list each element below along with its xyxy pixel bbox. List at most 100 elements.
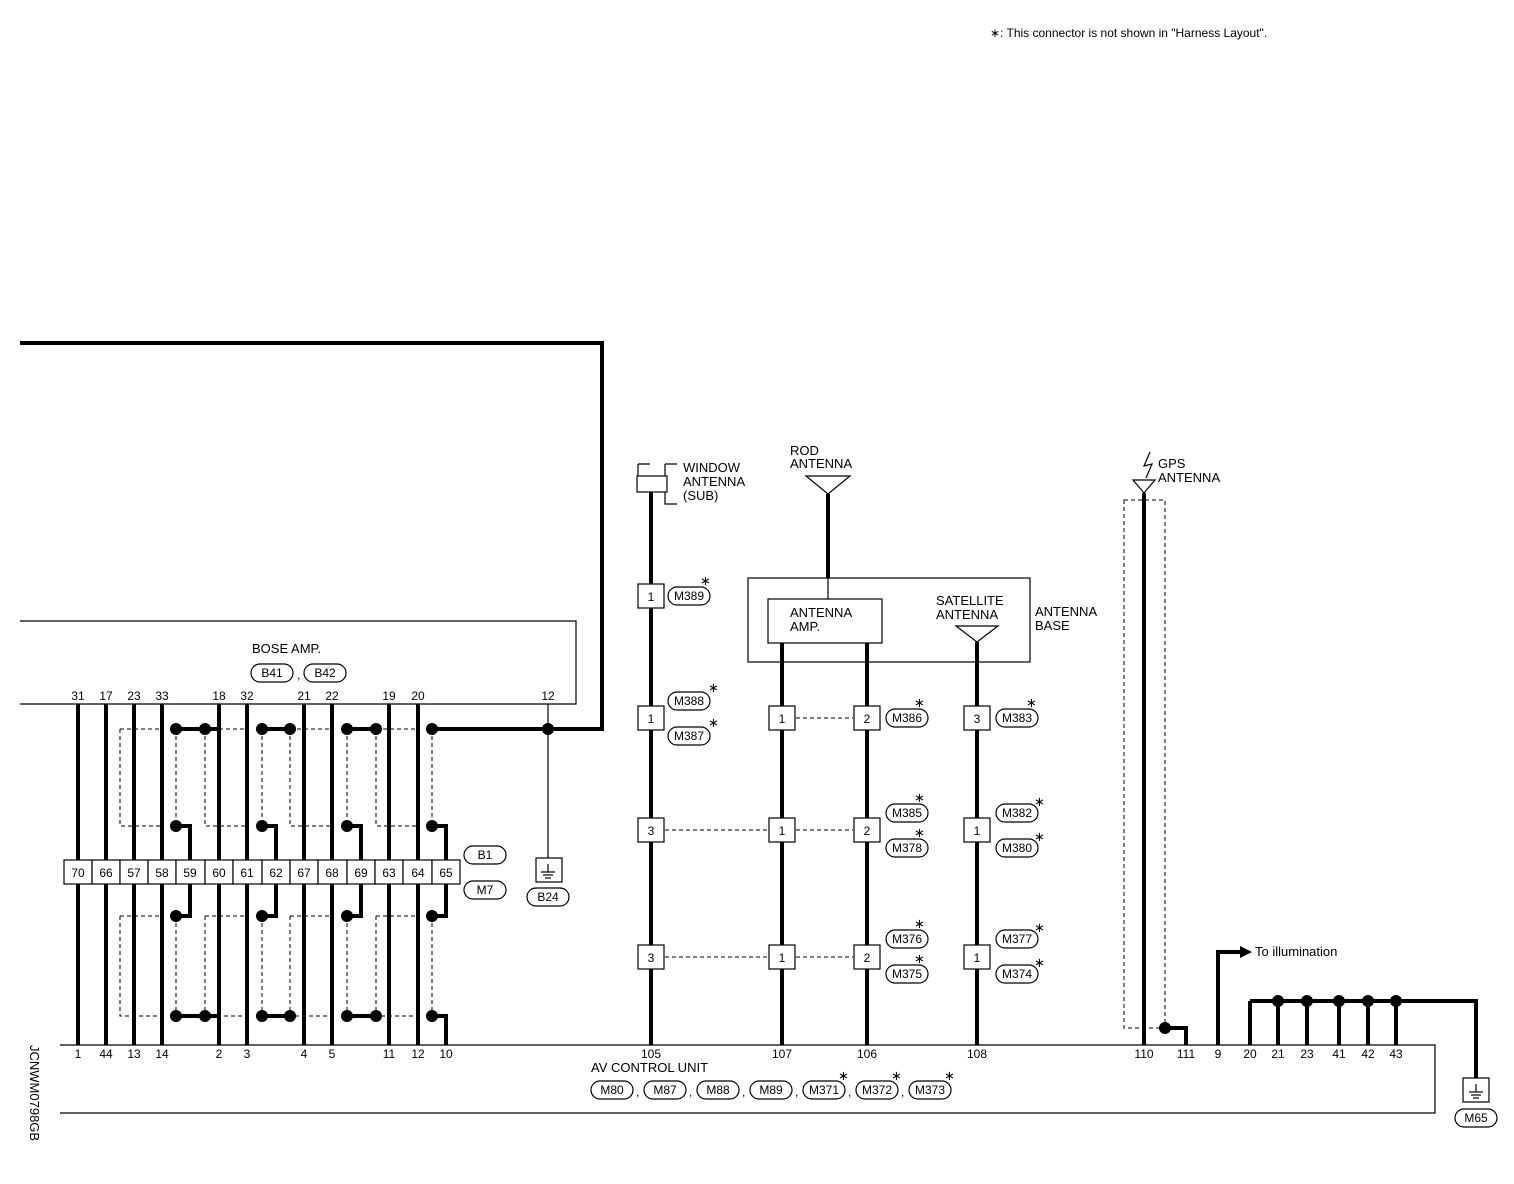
star-mark: ∗ [914,825,925,840]
unit-pin: 11 [383,1047,396,1061]
diagram-code: JCNWM0798GB [27,1045,42,1141]
joint-cell: 69 [354,866,368,880]
star-mark: ∗ [914,695,925,710]
joint-cell: 65 [439,866,453,880]
unit-pin: 44 [99,1047,113,1061]
unit-pin: 10 [439,1047,453,1061]
ground-m65-wiring: M65 [1248,995,1498,1128]
star-mark: ∗ [1034,955,1045,970]
av-control-unit-label: AV CONTROL UNIT [591,1060,708,1075]
rod-antenna-label: ANTENNA [790,456,852,471]
connector-tag-m380: M380 [1002,841,1032,855]
connector-tag-m388: M388 [674,694,704,708]
antenna-amp-label: AMP. [790,619,820,634]
lightning-icon [1142,451,1154,479]
dashed-links [665,717,853,958]
connector-tag-m385: M385 [892,806,922,820]
connector-tag-m65-text: M65 [1464,1111,1488,1125]
rod-antenna: ROD ANTENNA [790,443,852,578]
connector-tag-m373: M373 [915,1083,945,1097]
connector-tag-m372: M372 [862,1083,892,1097]
connector-tag-b1 [463,845,507,865]
amp-pin: 12 [541,689,555,703]
tag-separator: , [636,1085,639,1099]
unit-pin: 41 [1332,1047,1346,1061]
connector-tag-m387: M387 [674,729,704,743]
connector-tag-b1-text: B1 [478,848,493,862]
illumination-wire: To illumination [1216,944,1337,1045]
connector-tag-m80: M80 [600,1083,624,1097]
unit-pin: 23 [1300,1047,1314,1061]
star-mark: ∗ [914,951,925,966]
tag-separator: , [848,1085,851,1099]
connector-tag-m371: M371 [809,1083,839,1097]
connector-tags-window: M389 ∗ M388 ∗ M387 ∗ [667,573,719,746]
terminal-box: 1 [974,951,981,965]
terminal-box: 3 [648,824,655,838]
connector-tag-m382: M382 [1002,806,1032,820]
av-control-unit-pins: 1 44 13 14 2 3 4 5 11 12 10 105 107 106 … [75,1047,1403,1061]
amp-pin: 23 [127,689,141,703]
star-mark: ∗ [838,1068,849,1083]
unit-pin: 43 [1389,1047,1403,1061]
unit-pin: 5 [329,1047,336,1061]
terminal-box: 1 [648,712,655,726]
connector-tag-b42-text: B42 [314,666,336,680]
unit-pin: 4 [301,1047,308,1061]
bose-amp-label: BOSE AMP. [252,641,321,656]
amp-pin: 18 [212,689,226,703]
bose-amp-box-outline [20,620,577,705]
connector-tag-m376: M376 [892,932,922,946]
terminal-box: 1 [974,824,981,838]
arrow-right-icon [1240,946,1252,958]
amp-pin: 21 [297,689,311,703]
connector-tag-m87: M87 [653,1083,677,1097]
unit-pin: 1 [75,1047,82,1061]
antenna-base: ANTENNA AMP. SATELLITE ANTENNA ANTENNA B… [747,577,1097,1045]
bose-amp-top-wire [20,341,604,731]
av-control-unit-connector-tags: M80 , M87 , M88 , M89 , M371 ∗ , M372 ∗ … [590,1068,955,1100]
joint-cell: 63 [382,866,396,880]
satellite-antenna-label: SATELLITE [936,593,1004,608]
unit-pin: 12 [411,1047,425,1061]
window-antenna-label: WINDOW [683,460,741,475]
window-antenna-label: ANTENNA [683,474,745,489]
upper-shields [119,728,433,827]
antenna-amp-label: ANTENNA [790,605,852,620]
harness-layout-note: ∗: This connector is not shown in "Harne… [990,26,1267,40]
star-mark: ∗ [1034,920,1045,935]
gps-antenna: GPS ANTENNA [1123,451,1220,1045]
terminal-boxes: 1 1 3 3 1 1 1 2 2 2 3 1 1 [637,583,991,970]
unit-pin: 21 [1271,1047,1285,1061]
connector-tag-m386: M386 [892,711,922,725]
joint-cell: 62 [269,866,283,880]
connector-tag-m383: M383 [1002,711,1032,725]
tag-separator: , [297,668,300,682]
connector-tags-antenna: M386 ∗ M383 ∗ M385 ∗ M378 ∗ M382 ∗ M380 … [885,695,1045,984]
connector-tag-m389: M389 [674,589,704,603]
terminal-box: 3 [974,712,981,726]
connector-tag-b41 [250,663,294,683]
av-control-unit-outline [60,1044,1436,1114]
joint-cell: 59 [183,866,197,880]
amp-pin: 19 [382,689,396,703]
connector-tag-m7-text: M7 [477,883,494,897]
unit-pin: 13 [127,1047,141,1061]
amp-pin: 17 [99,689,113,703]
tag-separator: , [689,1085,692,1099]
terminal-box: 2 [864,712,871,726]
joint-cell: 61 [240,866,254,880]
tag-separator: , [901,1085,904,1099]
ground-b24: B24 [526,857,570,907]
connector-tag-b24-text: B24 [537,890,559,904]
connector-tag-m377: M377 [1002,932,1032,946]
to-illumination-label: To illumination [1255,944,1337,959]
amp-pin: 33 [155,689,169,703]
star-mark: ∗ [708,715,719,730]
unit-pin: 3 [244,1047,251,1061]
tag-separator: , [742,1085,745,1099]
unit-pin: 42 [1361,1047,1375,1061]
unit-pin: 106 [857,1047,877,1061]
terminal-box: 2 [864,824,871,838]
unit-pin: 20 [1243,1047,1257,1061]
